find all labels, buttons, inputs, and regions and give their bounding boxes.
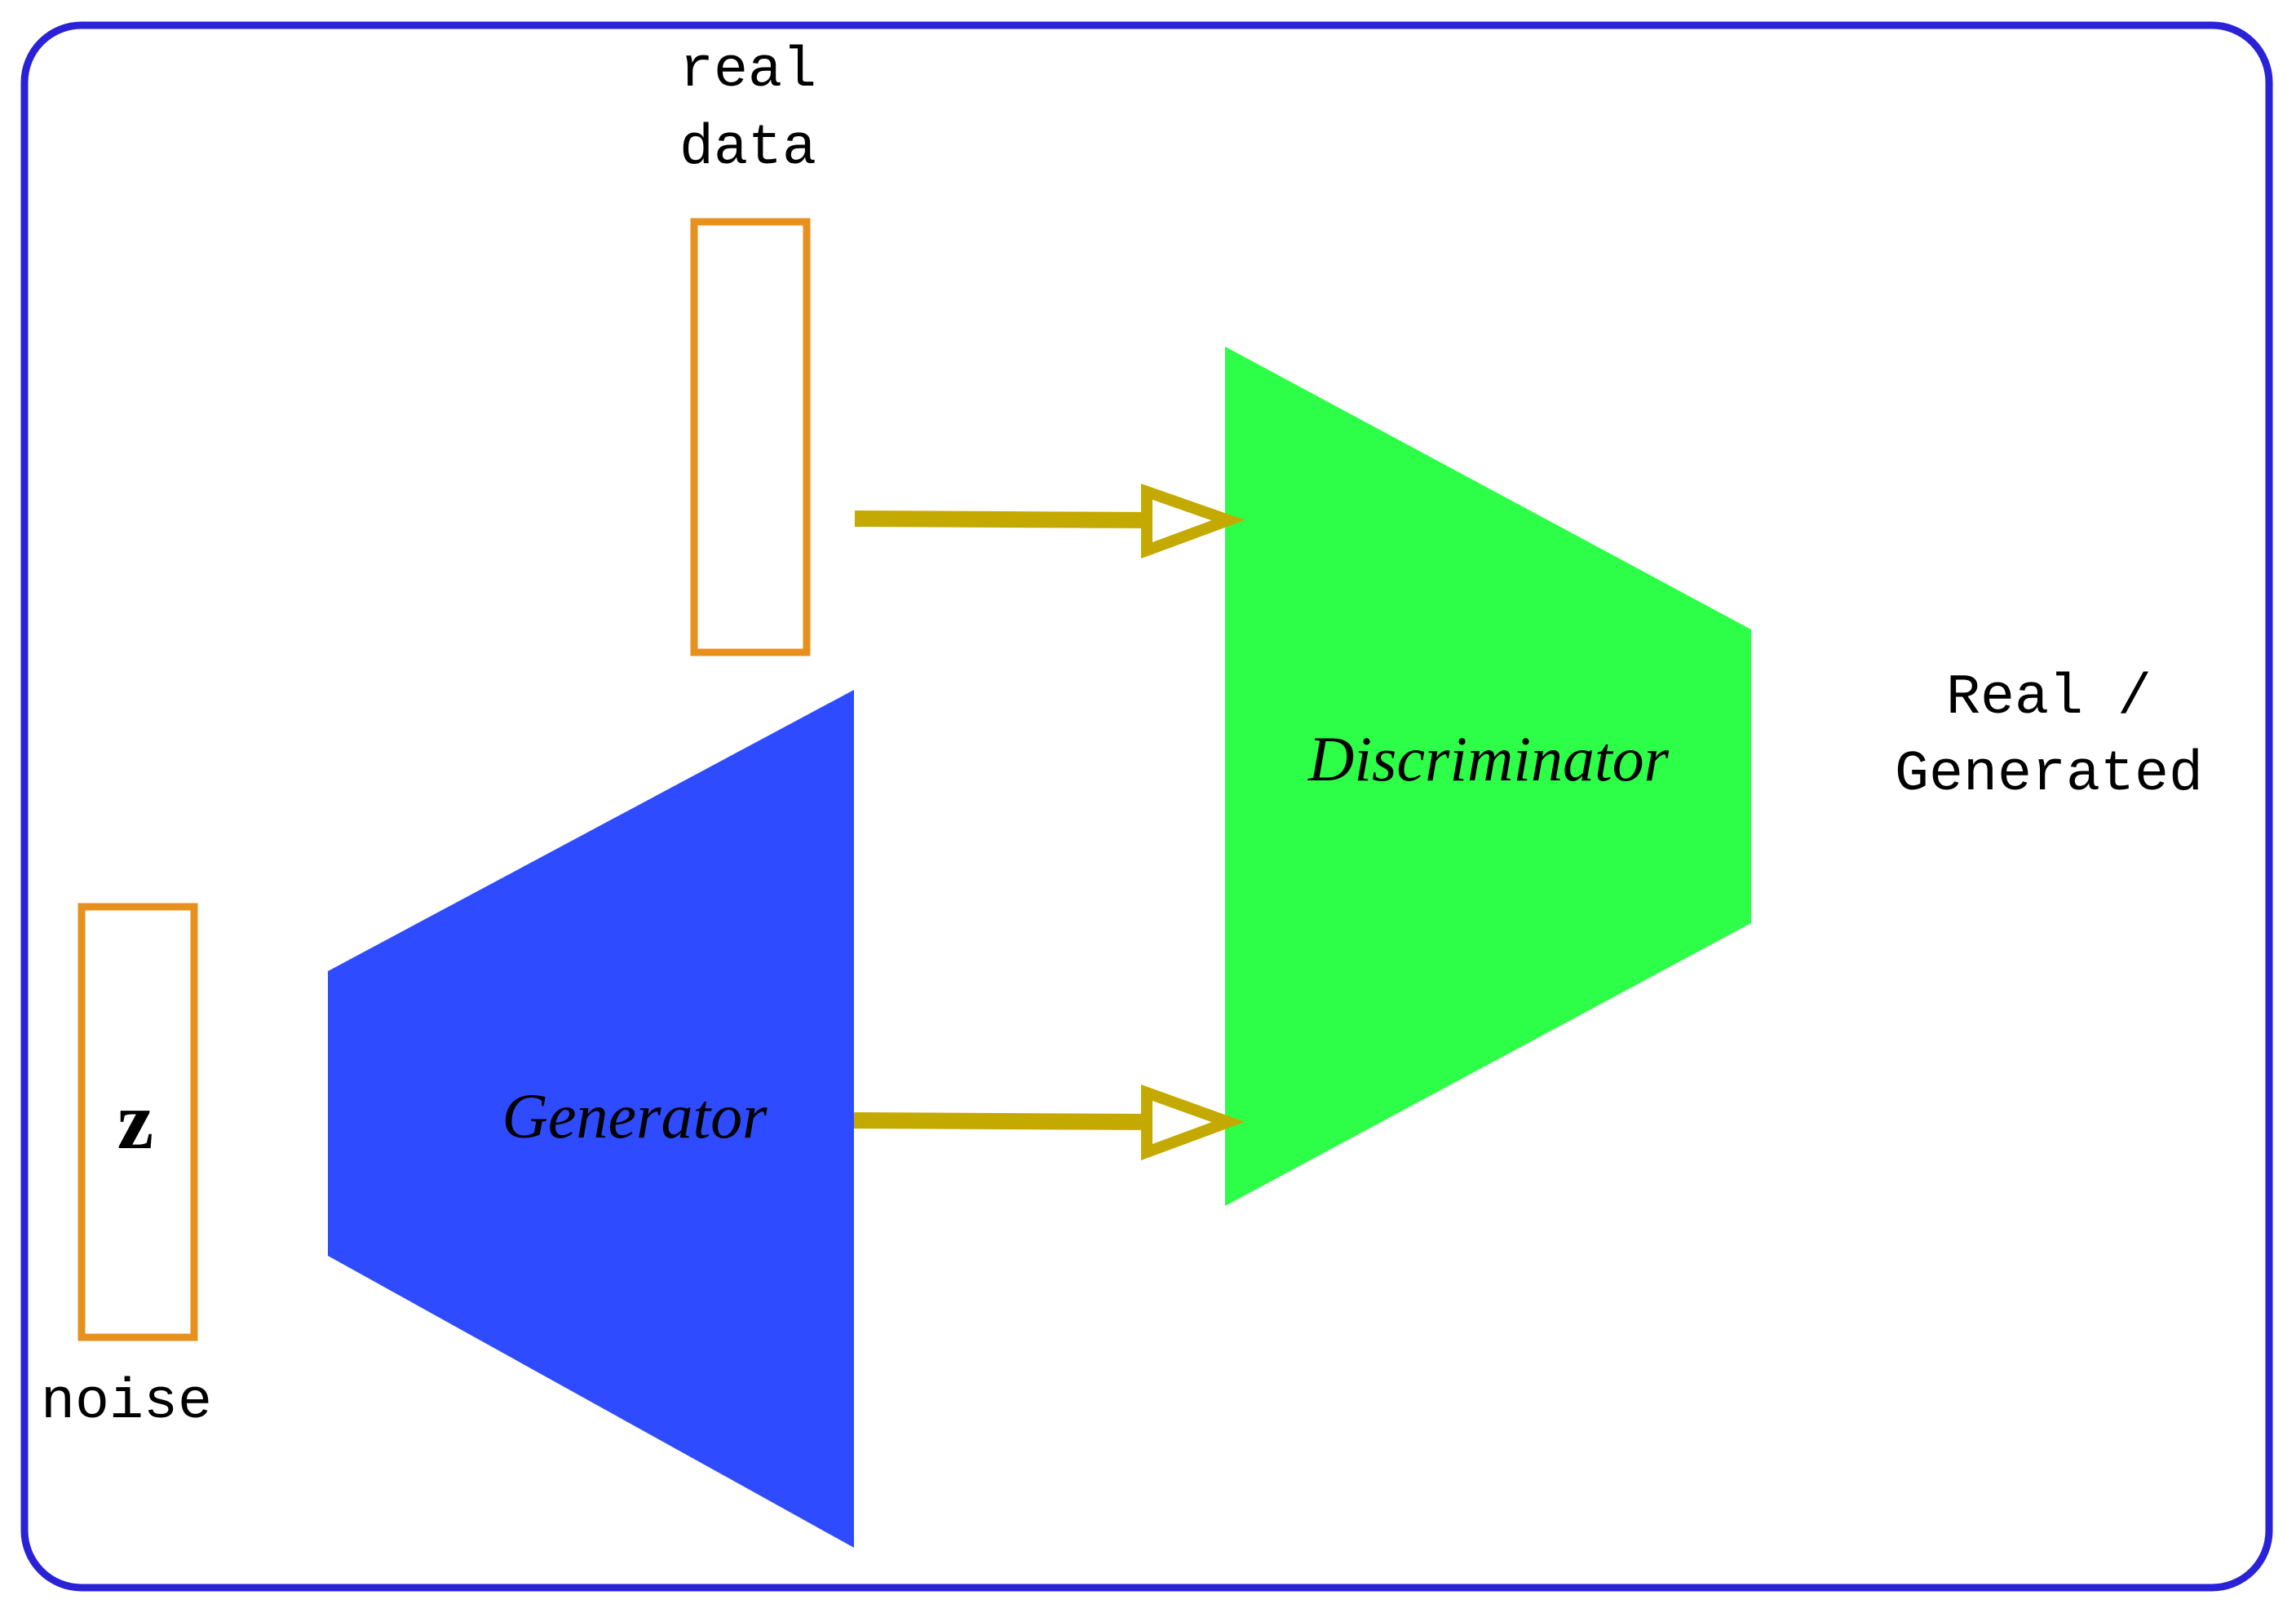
diagram-frame <box>20 21 2273 1592</box>
real-data-label-line2: data <box>679 117 816 181</box>
generator-block <box>328 690 854 1548</box>
generator-label: Generator <box>502 1080 768 1151</box>
real-data-vector-box <box>690 218 811 656</box>
generator-to-discriminator-arrow <box>853 1085 1245 1161</box>
discriminator-block <box>1225 347 1751 1206</box>
real-data-label-line1: real <box>679 39 816 104</box>
noise-label: noise <box>41 1371 212 1435</box>
real-data-to-discriminator-arrow <box>854 484 1245 559</box>
arrow-shaft <box>853 1112 1157 1130</box>
discriminator-label: Discriminator <box>1307 723 1670 794</box>
output-label-line2: Generated <box>1895 743 2203 807</box>
arrow-head <box>1141 484 1245 559</box>
noise-z-symbol: z <box>117 1076 153 1166</box>
arrow-head <box>1141 1085 1245 1161</box>
arrow-shaft <box>854 510 1157 528</box>
output-label-line1: Real / <box>1946 666 2152 731</box>
noise-vector-box <box>77 903 198 1341</box>
